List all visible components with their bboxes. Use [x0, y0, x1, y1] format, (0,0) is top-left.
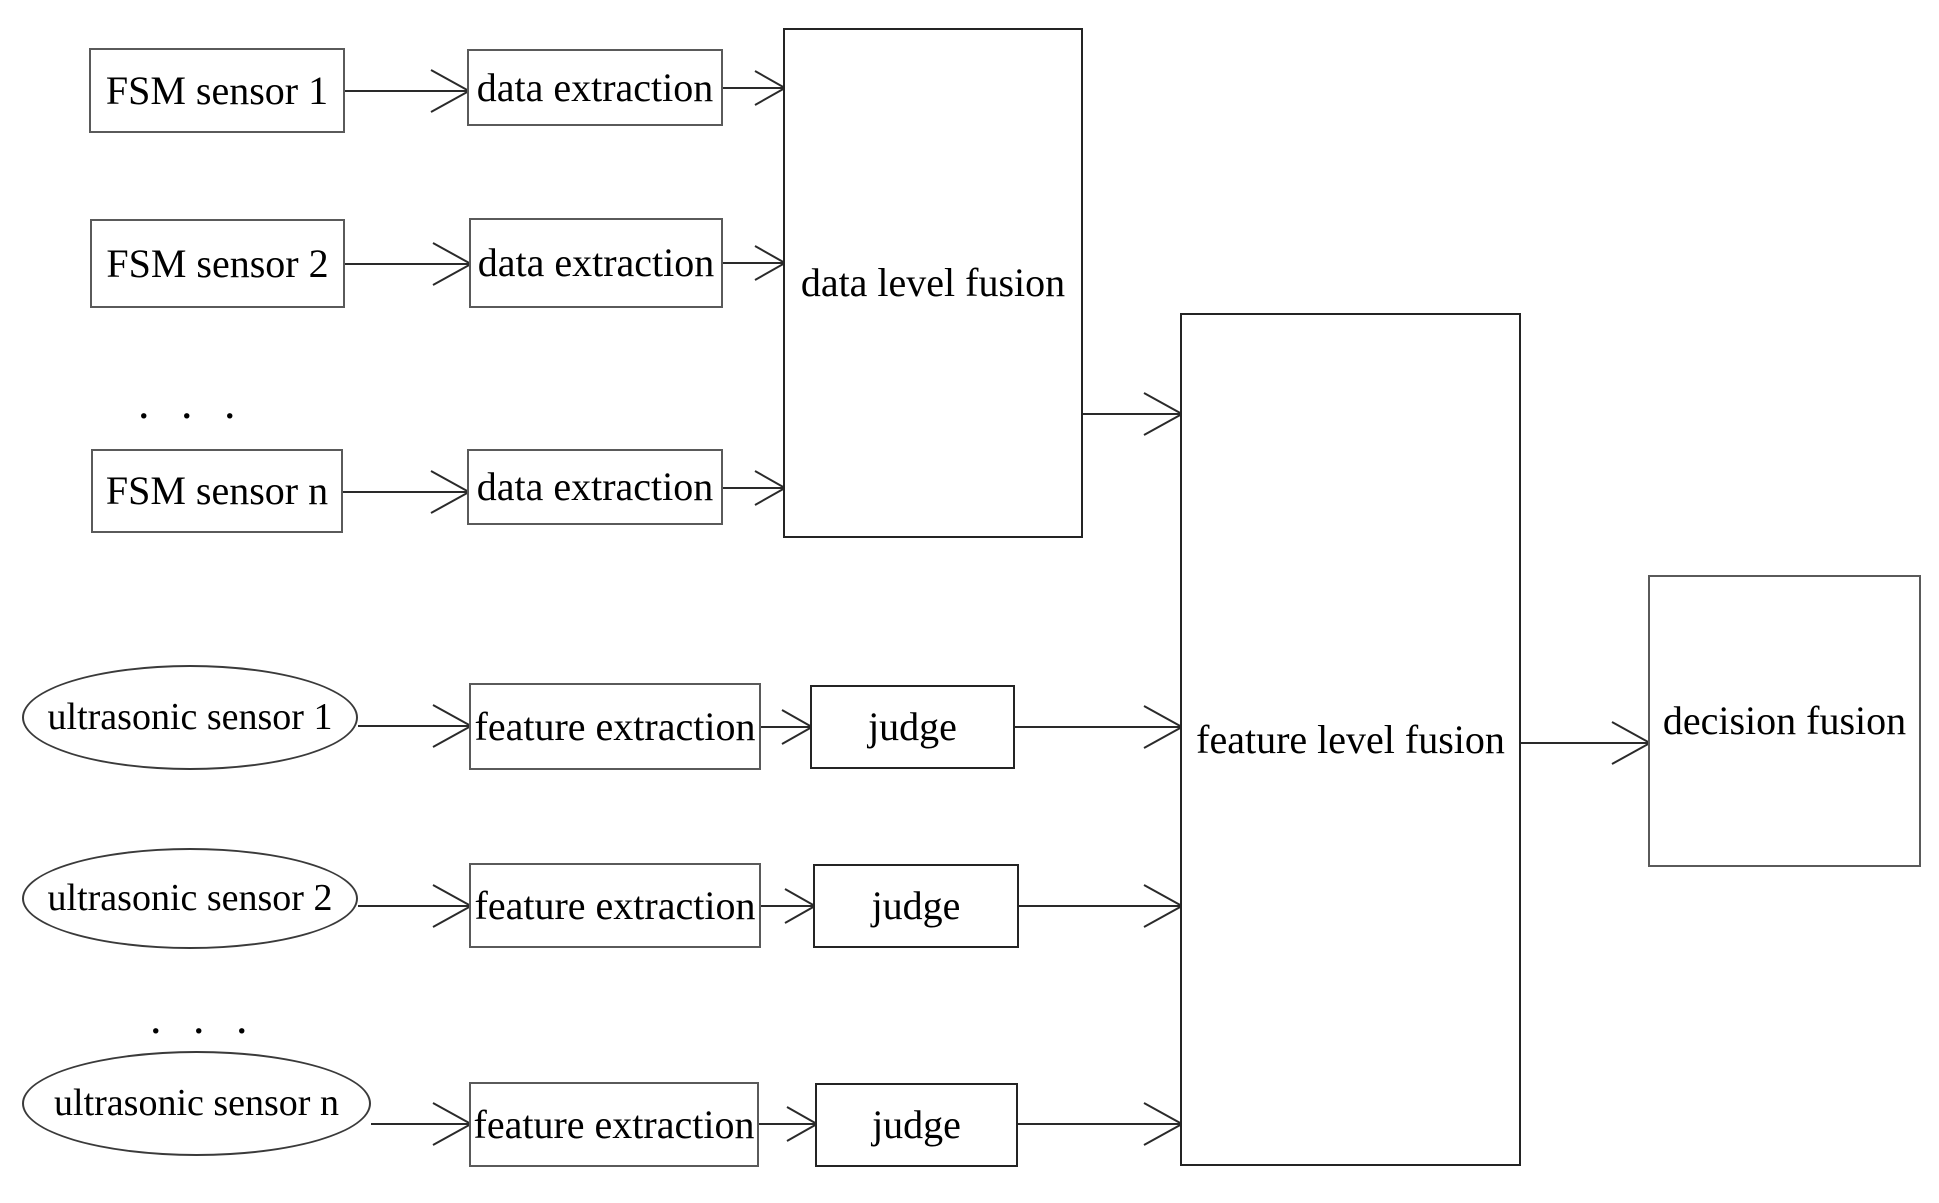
judge-2-node: judge — [813, 864, 1019, 948]
flow-arrow — [1521, 721, 1653, 765]
flow-arrow — [1019, 884, 1185, 928]
ultrasonic-sensor-n-node: ultrasonic sensor n — [22, 1051, 371, 1156]
fsm-sensor-1-node: FSM sensor 1 — [89, 48, 345, 133]
fsm-ellipsis: . . . — [138, 377, 238, 428]
ultrasonic-sensor-2-node: ultrasonic sensor 2 — [22, 848, 358, 949]
flow-arrow — [1083, 392, 1185, 436]
feature-level-fusion-node: feature level fusion — [1180, 313, 1521, 1166]
flow-arrow — [358, 704, 474, 748]
flow-arrow — [723, 70, 788, 106]
flow-arrow — [345, 69, 472, 113]
ultrasonic-sensor-1-node: ultrasonic sensor 1 — [22, 665, 358, 770]
flow-arrow — [358, 884, 474, 928]
flow-arrow — [343, 470, 472, 514]
judge-n-node: judge — [815, 1083, 1018, 1167]
flow-arrow — [371, 1102, 474, 1146]
feature-extraction-n-node: feature extraction — [469, 1082, 759, 1167]
decision-fusion-node: decision fusion — [1648, 575, 1921, 867]
feature-extraction-1-node: feature extraction — [469, 683, 761, 770]
flow-arrow — [1015, 705, 1185, 749]
feature-extraction-2-node: feature extraction — [469, 863, 761, 948]
flow-arrow — [345, 242, 474, 286]
data-extraction-2-node: data extraction — [469, 218, 723, 308]
flow-arrow — [761, 709, 815, 745]
flow-arrow — [759, 1106, 820, 1142]
data-extraction-1-node: data extraction — [467, 49, 723, 126]
flow-arrow — [761, 888, 818, 924]
flow-arrow — [723, 470, 788, 506]
fsm-sensor-n-node: FSM sensor n — [91, 449, 343, 533]
fsm-sensor-2-node: FSM sensor 2 — [90, 219, 345, 308]
judge-1-node: judge — [810, 685, 1015, 769]
flow-arrow — [1018, 1102, 1185, 1146]
flow-arrow — [723, 245, 788, 281]
data-extraction-n-node: data extraction — [467, 449, 723, 525]
data-level-fusion-node: data level fusion — [783, 28, 1083, 538]
ultrasonic-ellipsis: . . . — [150, 992, 250, 1043]
